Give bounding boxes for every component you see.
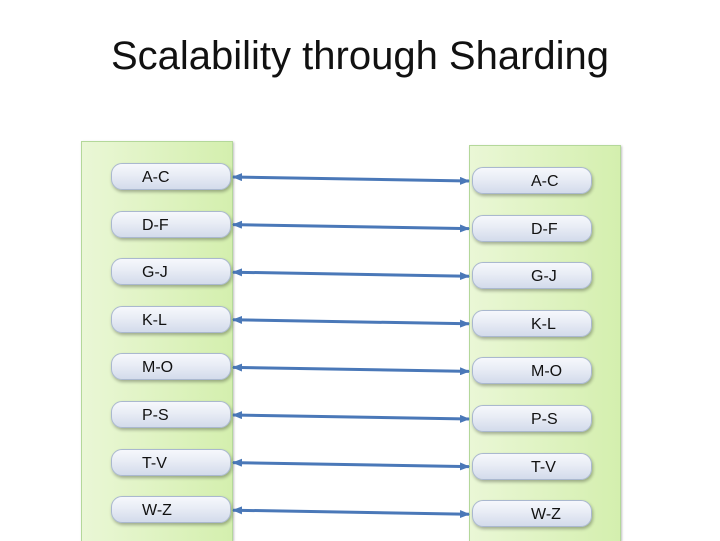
replication-arrow bbox=[232, 458, 470, 471]
right-shard-box: M-O bbox=[472, 357, 592, 384]
left-shard-box: A-C bbox=[111, 163, 231, 190]
replication-arrow bbox=[232, 506, 470, 519]
left-shard-box: T-V bbox=[111, 449, 231, 476]
right-shard-box: D-F bbox=[472, 215, 592, 242]
right-shard-box: T-V bbox=[472, 453, 592, 480]
slide-title: Scalability through Sharding bbox=[110, 34, 610, 78]
replication-arrow bbox=[232, 315, 470, 328]
right-shard-box: W-Z bbox=[472, 500, 592, 527]
replication-arrow bbox=[232, 220, 470, 233]
replication-arrow bbox=[232, 363, 470, 376]
left-shard-box: K-L bbox=[111, 306, 231, 333]
left-shard-box: M-O bbox=[111, 353, 231, 380]
replication-arrow bbox=[232, 173, 470, 185]
replication-arrow bbox=[232, 268, 470, 281]
right-shard-box: A-C bbox=[472, 167, 592, 194]
right-shard-box: K-L bbox=[472, 310, 592, 337]
right-shard-box: G-J bbox=[472, 262, 592, 289]
replication-arrow bbox=[232, 411, 470, 423]
left-shard-box: D-F bbox=[111, 211, 231, 238]
right-shard-box: P-S bbox=[472, 405, 592, 432]
left-shard-box: P-S bbox=[111, 401, 231, 428]
left-shard-box: G-J bbox=[111, 258, 231, 285]
left-shard-box: W-Z bbox=[111, 496, 231, 523]
